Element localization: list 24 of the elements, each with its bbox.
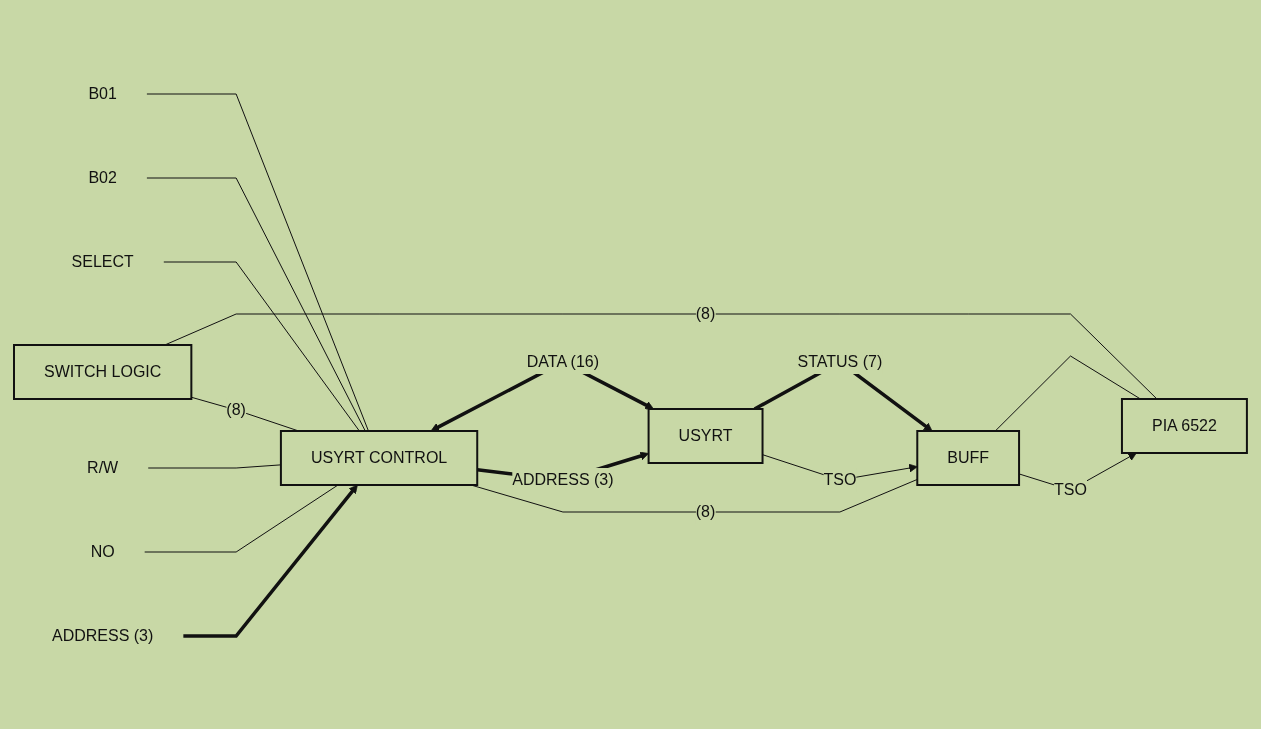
node-box: USYRT (647, 407, 764, 464)
node-text: B01 (88, 84, 117, 102)
arrow (183, 484, 358, 638)
node-text: NO (90, 542, 115, 560)
node-text: SELECT (71, 252, 134, 270)
edge-label: TSO (823, 470, 857, 488)
edge-label: DATA (16) (526, 352, 600, 370)
node-box: USYRT CONTROL (279, 429, 479, 486)
edge-label: (8) (695, 304, 716, 322)
edge-label: (8) (226, 400, 246, 418)
edge-label: ADDRESS (3) (512, 470, 614, 488)
edge-label: (8) (695, 502, 716, 520)
node-box: BUFF (916, 429, 1021, 486)
node-text: B02 (88, 168, 117, 186)
connector (163, 261, 360, 431)
connector (146, 93, 369, 431)
node-box: SWITCH LOGIC (13, 343, 193, 400)
connector (144, 484, 339, 552)
edge-label: STATUS (7) (797, 352, 883, 370)
edge-label: TSO (1054, 480, 1087, 498)
node-text: R/W (87, 458, 119, 476)
node-text: ADDRESS (3) (52, 626, 154, 644)
connector (146, 177, 366, 431)
node-box: PIA 6522 (1121, 397, 1248, 454)
